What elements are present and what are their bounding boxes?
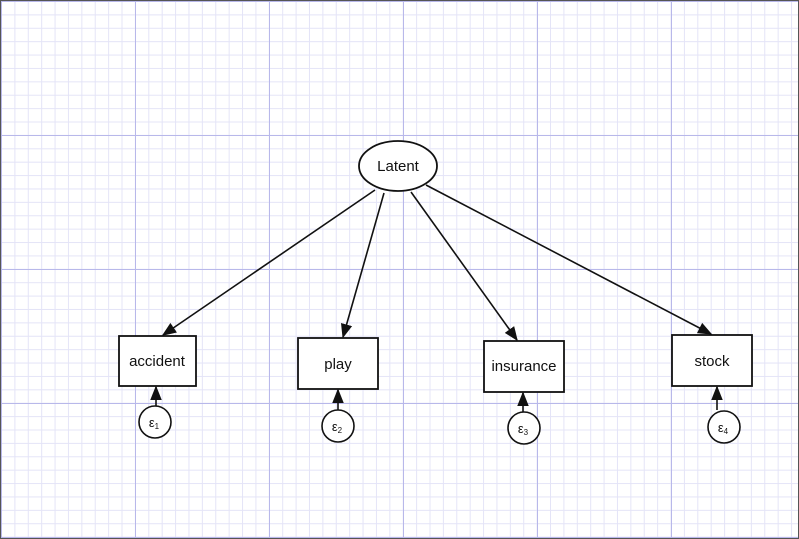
error-subscript: 4 [724,427,729,436]
loading-arrow-accident [161,189,376,336]
error-symbol: ε [718,420,724,435]
error-node-3[interactable]: ε3 [507,411,541,445]
error-symbol: ε [332,419,338,434]
svg-text:ε4: ε4 [718,420,729,436]
latent-node[interactable]: Latent [358,140,438,192]
svg-text:ε3: ε3 [518,421,529,437]
loading-arrow-play [341,192,385,339]
error-symbol: ε [149,415,155,430]
error-node-4[interactable]: ε4 [707,410,741,444]
indicator-node-play[interactable]: play [297,337,379,390]
indicator-label: accident [129,353,186,370]
indicator-node-accident[interactable]: accident [118,335,197,387]
error-node-1[interactable]: ε1 [138,405,172,439]
indicator-node-insurance[interactable]: insurance [483,340,565,393]
latent-label: Latent [377,158,420,175]
error-subscript: 2 [338,426,343,435]
error-subscript: 1 [155,422,160,431]
error-node-2[interactable]: ε2 [321,409,355,443]
error-symbol: ε [518,421,524,436]
error-subscript: 3 [524,428,529,437]
svg-text:ε1: ε1 [149,415,160,431]
indicator-label: insurance [491,358,556,375]
loading-arrow-stock [425,184,713,335]
indicator-node-stock[interactable]: stock [671,334,753,387]
indicator-label: stock [694,353,730,370]
svg-text:ε2: ε2 [332,419,343,435]
loading-arrow-insurance [410,191,518,342]
indicator-label: play [324,356,352,373]
